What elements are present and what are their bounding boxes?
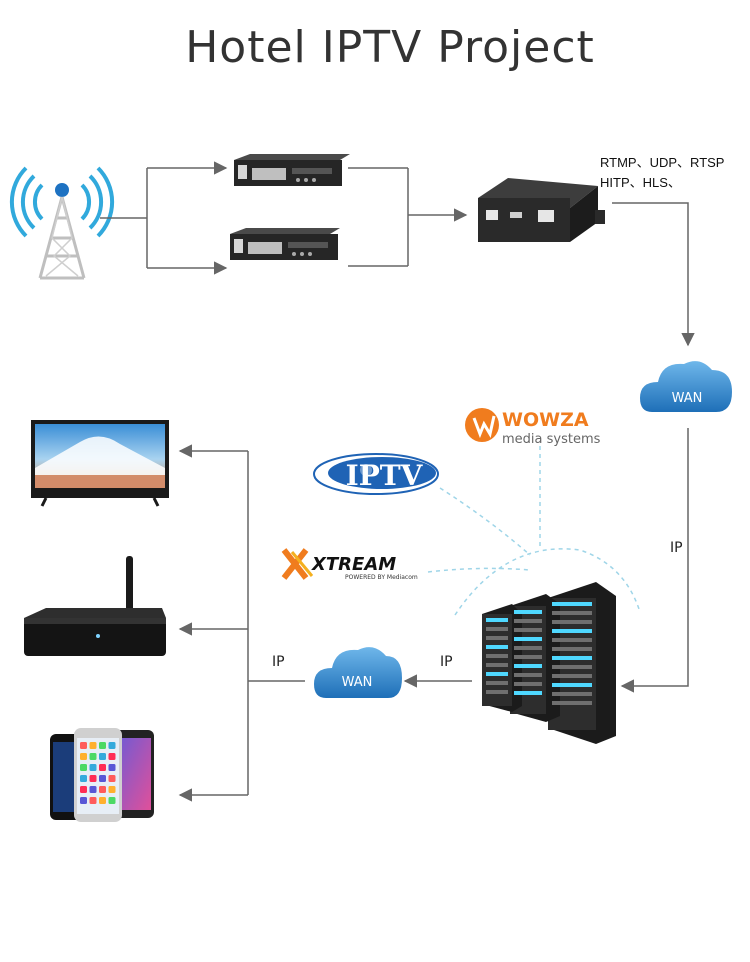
encoder-to-wan-arrow (612, 202, 695, 347)
ip-label-right: IP (670, 540, 683, 556)
smartphones-icon (50, 728, 154, 822)
wowza-name: WOWZA (502, 409, 589, 431)
xtream-logo-text: XTREAM (311, 554, 396, 575)
wowza-logo-icon (465, 408, 499, 442)
wowza-subtitle: media systems (502, 432, 601, 447)
protocol-list-line-2: HITP、HLS、 (600, 175, 681, 190)
ip-label-bottom-right: IP (440, 654, 453, 670)
input-connectors (100, 161, 228, 275)
antenna-tower-icon (9, 166, 115, 280)
wan-to-server-arrow (620, 428, 689, 693)
protocol-list-line-1: RTMP、UDP、RTSP (600, 155, 725, 170)
television-icon (31, 420, 169, 507)
wan-label-bottom: WAN (342, 675, 373, 690)
xtream-logo-subtitle: POWERED BY Mediacom (345, 574, 418, 581)
ip-label-bottom-left: IP (272, 654, 285, 670)
rack-receiver-bottom-icon (230, 228, 340, 260)
wan-label-top: WAN (672, 391, 703, 406)
set-top-box-icon (24, 556, 166, 656)
encoder-connectors (348, 167, 468, 267)
xtream-logo-icon (281, 548, 314, 580)
device-distribution-arrows (178, 444, 249, 802)
dashed-signal-lines (427, 446, 641, 616)
iptv-logo-icon (313, 453, 439, 495)
page-title: Hotel IPTV Project (185, 22, 595, 73)
iptv-encoder-icon (478, 178, 605, 242)
wan-cloud-bottom-icon (314, 647, 402, 698)
server-rack-icon (482, 582, 616, 744)
iptv-logo-text: IPTV (346, 459, 424, 492)
wan-cloud-top-icon (640, 361, 732, 412)
rack-receiver-top-icon (234, 154, 350, 186)
